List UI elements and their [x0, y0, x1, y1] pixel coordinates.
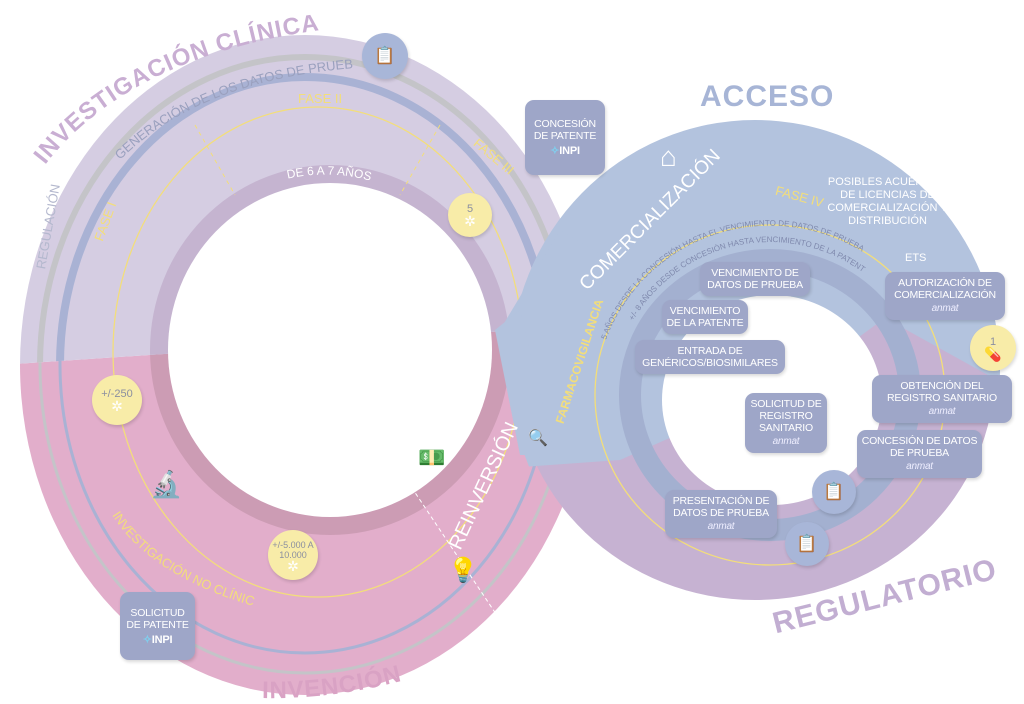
count-value: +/-250 [101, 387, 133, 400]
box-test-data-submission: PRESENTACIÓN DE DATOS DE PRUEBA anmat [665, 490, 777, 538]
box-generics-entry: ENTRADA DE GENÉRICOS/BIOSIMILARES [635, 340, 785, 374]
count-value: 1 [989, 335, 997, 348]
molecule-icon: ✲ [287, 557, 299, 574]
label-ets: ETS [905, 252, 927, 264]
test-tube-clipboard-icon: 📋 [812, 470, 856, 514]
crossing-band [495, 310, 555, 455]
magnifier-icon: 🔍 [528, 430, 548, 447]
box-test-data-expiry: VENCIMIENTO DE DATOS DE PRUEBA [700, 262, 810, 296]
box-label: CONCESIÓN DE DATOS DE PRUEBA [861, 435, 978, 459]
box-patent-grant: CONCESIÓN DE PATENTE INPI [525, 100, 605, 175]
count-discovery-molecules: +/-5.000 A 10.000✲ [268, 530, 318, 580]
count-approved-drug: 1💊 [970, 325, 1016, 371]
box-marketing-authorization: AUTORIZACIÓN DE COMERCIALIZACIÓN anmat [885, 272, 1005, 320]
reinvestment-divider [399, 469, 501, 621]
test-tube-clipboard-icon: 📋 [362, 33, 408, 79]
microscope-icon: 🔬 [150, 469, 183, 499]
box-registration-request: SOLICITUD DE REGISTRO SANITARIO anmat [745, 393, 827, 453]
count-value: +/-5.000 A 10.000 [272, 539, 314, 560]
molecule-icon: ✲ [111, 397, 123, 414]
label-phase-2: FASE II [298, 91, 343, 106]
label-licensing-agreements: POSIBLES ACUERDOS DE LICENCIAS DE COMERC… [827, 176, 948, 227]
anmat-logo: anmat [772, 436, 800, 447]
box-patent-application: SOLICITUD DE PATENTE INPI [120, 592, 195, 660]
box-label: AUTORIZACIÓN DE COMERCIALIZACIÓN [894, 277, 996, 301]
box-registration-obtained: OBTENCIÓN DEL REGISTRO SANITARIO anmat [872, 375, 1012, 423]
test-tube-clipboard-icon: 📋 [785, 522, 829, 566]
box-patent-expiry: VENCIMIENTO DE LA PATENTE [662, 300, 748, 334]
anmat-logo: anmat [928, 406, 956, 417]
count-preclinical-molecules: +/-250✲ [92, 375, 142, 425]
title-access: ACCESO [700, 80, 835, 113]
count-value: 5 [466, 202, 474, 215]
box-label: OBTENCIÓN DEL REGISTRO SANITARIO [887, 380, 997, 404]
inpi-logo: INPI [550, 145, 580, 157]
left-ring-hole [168, 183, 492, 517]
money-icon: 💵 [418, 445, 446, 470]
anmat-logo: anmat [707, 521, 735, 532]
inpi-logo: INPI [143, 634, 173, 646]
box-label: SOLICITUD DE PATENTE [126, 606, 189, 631]
anmat-logo: anmat [931, 303, 959, 314]
box-label: SOLICITUD DE REGISTRO SANITARIO [750, 398, 822, 434]
lightbulb-icon: 💡 [448, 557, 478, 584]
box-test-data-grant: CONCESIÓN DE DATOS DE PRUEBA anmat [857, 430, 982, 478]
anmat-logo: anmat [906, 461, 933, 472]
box-label: CONCESIÓN DE PATENTE [533, 118, 597, 142]
pill-icon: 💊 [984, 345, 1002, 362]
count-phase3-molecules: 5✲ [448, 193, 492, 237]
molecule-icon: ✲ [464, 212, 476, 229]
pharmacy-icon: ⌂ [660, 141, 677, 172]
box-label: PRESENTACIÓN DE DATOS DE PRUEBA [672, 495, 770, 519]
